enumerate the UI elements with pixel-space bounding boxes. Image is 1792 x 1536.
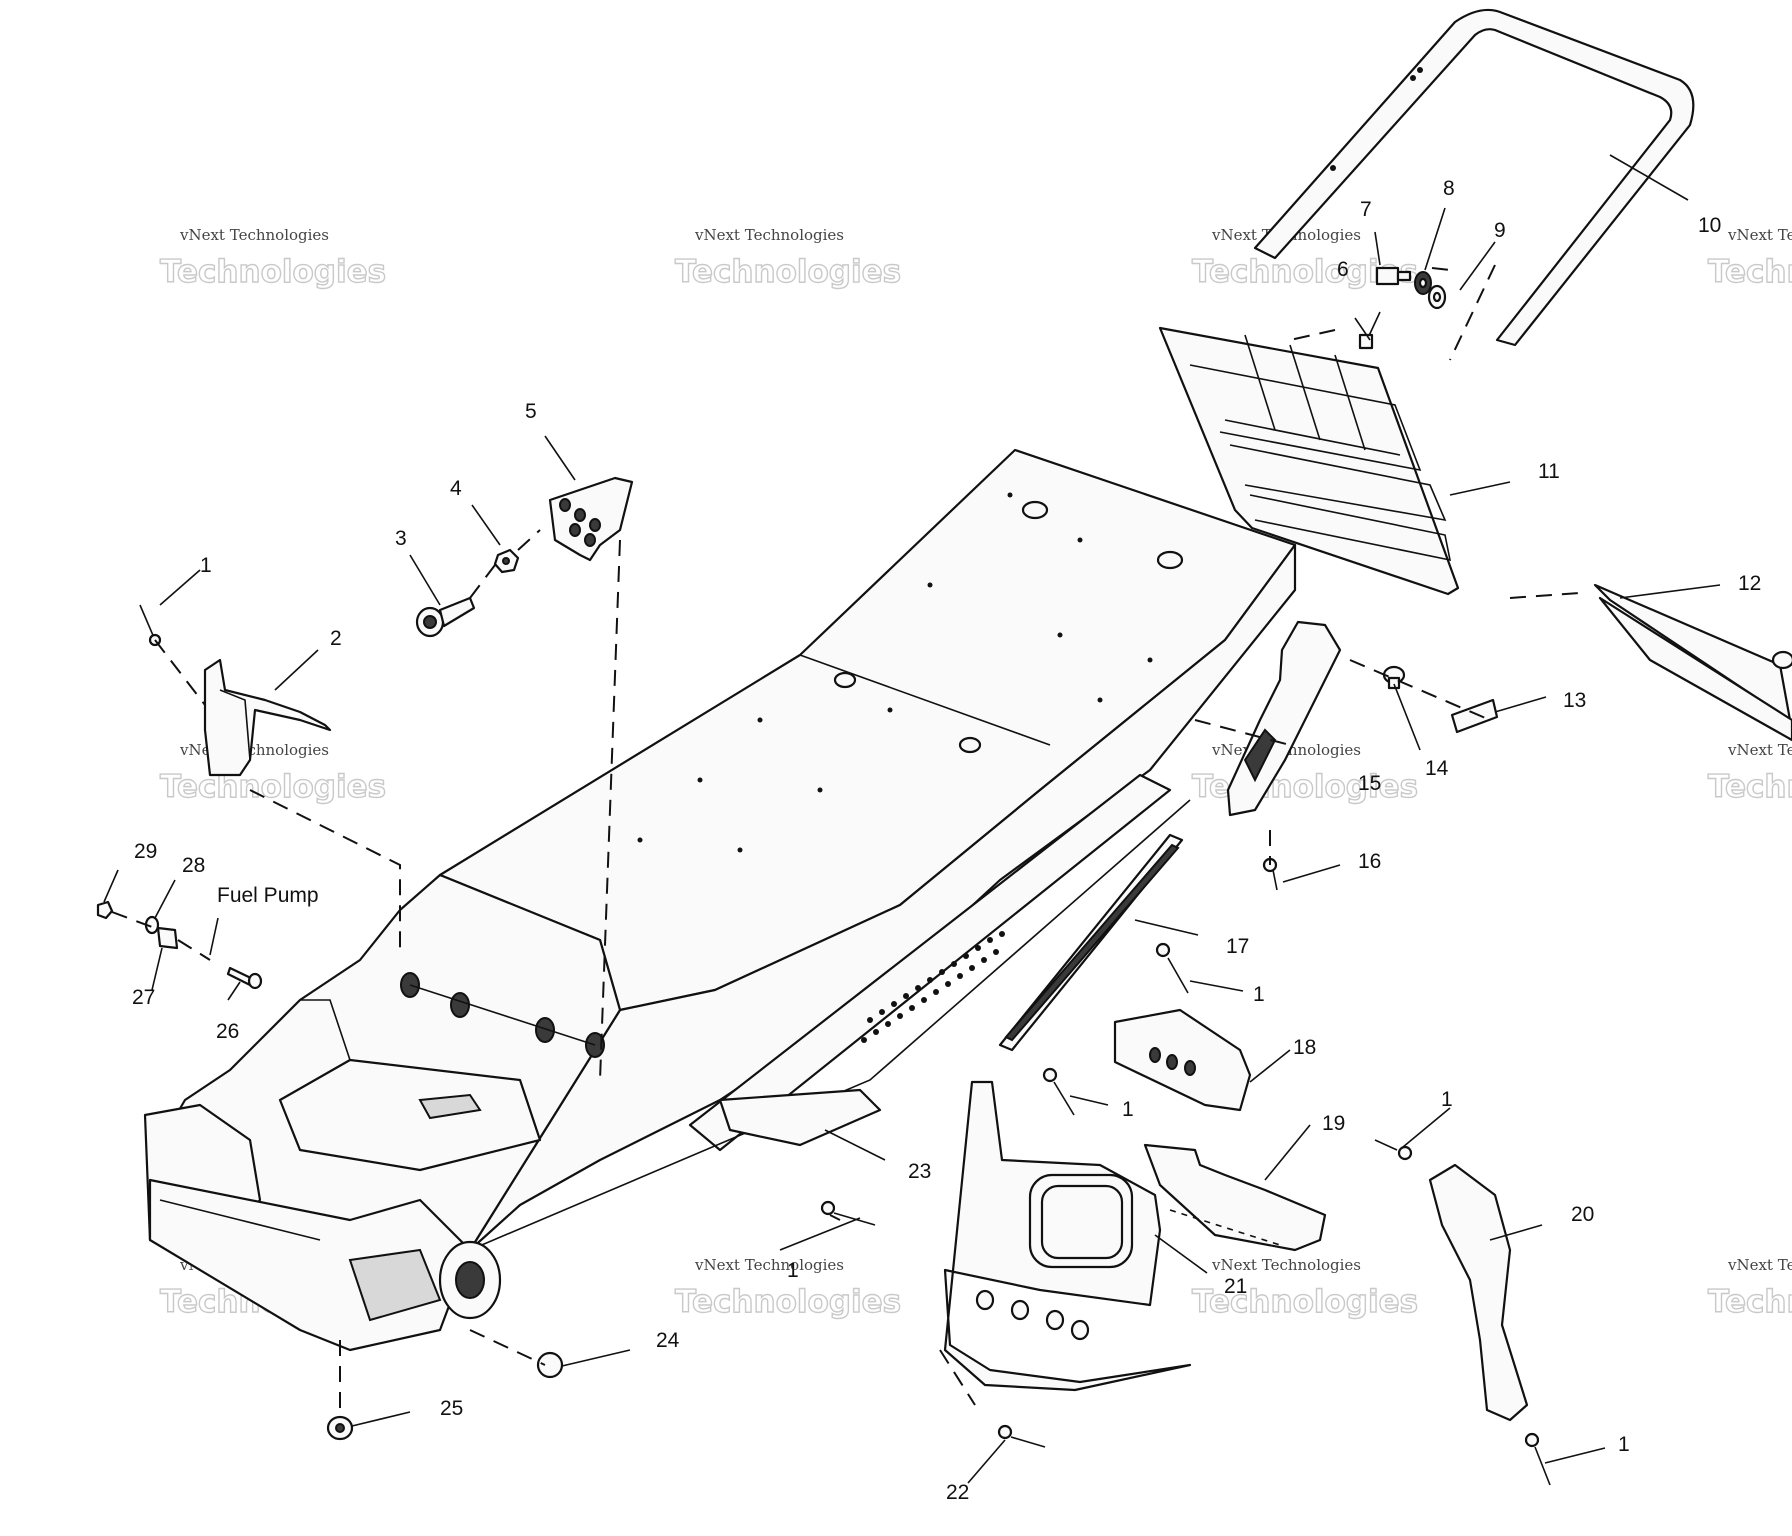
part-12-rail (1593, 583, 1792, 742)
part-1-rivet-f (1524, 1432, 1551, 1486)
svg-text:vNext Technologies: vNext Technologies (694, 226, 844, 244)
callout-4: 4 (450, 477, 462, 500)
part-1-rivet-e (820, 1200, 876, 1226)
part-19-bracket (1143, 1143, 1327, 1252)
part-29-nut (96, 900, 114, 920)
part-17-strip (998, 833, 1184, 1052)
part-27-clip (156, 926, 179, 950)
watermark: Technologies vNext Technologies (674, 226, 901, 291)
part-1-rivet-d (1374, 1139, 1413, 1161)
fuel-pump-label: Fuel Pump (217, 884, 319, 907)
callout-12: 12 (1738, 572, 1761, 595)
vent-holes (861, 931, 1005, 1043)
callout-5: 5 (525, 400, 537, 423)
assembly-lines (111, 264, 1581, 1410)
svg-text:vNext Technologies: vNext Technologies (1727, 741, 1792, 759)
callout-24: 24 (656, 1329, 680, 1352)
watermark: Technologies vNext Technologies (1707, 1256, 1792, 1321)
svg-text:vNext Technologies: vNext Technologies (1727, 1256, 1792, 1274)
svg-text:vNext Technologies: vNext Technologies (694, 1256, 844, 1274)
callout-13: 13 (1563, 689, 1586, 712)
callout-1b: 1 (1253, 983, 1265, 1006)
callout-29: 29 (134, 840, 157, 863)
rivet-holes (637, 492, 1184, 853)
svg-text:Technologies: Technologies (1708, 1284, 1792, 1320)
part-13-pad (1450, 698, 1499, 734)
svg-text:Technologies: Technologies (1708, 769, 1792, 805)
part-11-flap (1158, 326, 1460, 596)
watermark: Technologies vNext Technologies (1191, 1256, 1418, 1321)
part-22-rivet (997, 1424, 1046, 1448)
part-10-grab-handle (1253, 8, 1695, 347)
svg-text:vNext Technologies: vNext Technologies (179, 226, 329, 244)
part-18-bracket (1113, 1008, 1252, 1112)
svg-text:vNext Technologies: vNext Technologies (1211, 1256, 1361, 1274)
svg-text:Technologies: Technologies (160, 254, 386, 290)
callout-17: 17 (1226, 935, 1249, 958)
callout-1e: 1 (787, 1259, 799, 1282)
bulkhead-holes (400, 972, 605, 1058)
svg-text:Technologies: Technologies (675, 1284, 901, 1320)
part-8-washer (1414, 271, 1432, 295)
callout-16: 16 (1358, 850, 1381, 873)
svg-text:vNext Technologies: vNext Technologies (1727, 226, 1792, 244)
callout-3: 3 (395, 527, 407, 550)
part-2-bracket (203, 658, 332, 777)
callout-7: 7 (1360, 198, 1372, 221)
watermark: Technologies vNext Technologies (674, 1256, 901, 1321)
svg-text:vNext Technologies: vNext Technologies (179, 741, 329, 759)
callout-22: 22 (946, 1481, 969, 1504)
part-21-panel (943, 1080, 1192, 1392)
watermark: Technologies vNext Technologies (159, 226, 386, 291)
callout-20: 20 (1571, 1203, 1594, 1226)
callout-25: 25 (440, 1397, 463, 1420)
svg-text:Technologies: Technologies (1192, 1284, 1418, 1320)
part-25-nut (326, 1415, 354, 1441)
watermark: Technologies vNext Technologies (159, 741, 386, 806)
part-4-nut (493, 548, 520, 574)
part-5-bracket (548, 476, 634, 562)
part-3-bolt (415, 596, 476, 638)
part-9-washer (1427, 284, 1447, 310)
watermark: Technologies vNext Technologies (1707, 226, 1792, 291)
svg-text:Technologies: Technologies (1708, 254, 1792, 290)
callout-28: 28 (182, 854, 205, 877)
part-1-rivet-c (1042, 1067, 1075, 1116)
callout-15: 15 (1358, 772, 1381, 795)
callout-10: 10 (1698, 214, 1721, 237)
watermark: Technologies vNext Technologies (1191, 741, 1418, 806)
watermark: Technologies vNext Technologies (1707, 741, 1792, 806)
callout-6: 6 (1337, 258, 1349, 281)
svg-text:Technologies: Technologies (160, 769, 386, 805)
part-1-rivet (139, 604, 162, 647)
leader-lines (103, 154, 1721, 1484)
svg-text:Technologies: Technologies (675, 254, 901, 290)
callout-18: 18 (1293, 1036, 1316, 1059)
callout-9: 9 (1494, 219, 1506, 242)
part-20-strip (1428, 1163, 1529, 1422)
part-7-bolt (1375, 266, 1412, 286)
callout-1: 1 (200, 554, 212, 577)
callout-11: 11 (1538, 460, 1560, 483)
callout-19: 19 (1322, 1112, 1345, 1135)
callout-27: 27 (132, 986, 155, 1009)
part-1-rivet-b (1155, 942, 1189, 994)
callout-1d: 1 (1441, 1088, 1453, 1111)
callout-26: 26 (216, 1020, 239, 1043)
part-26-bolt (226, 966, 263, 990)
callout-14: 14 (1425, 757, 1449, 780)
part-24-plug (536, 1351, 564, 1379)
part-15-bracket (1226, 620, 1342, 817)
callout-1c: 1 (1122, 1098, 1134, 1121)
callout-2: 2 (330, 627, 342, 650)
svg-text:Technologies: Technologies (1192, 769, 1418, 805)
callout-numbers: 1 2 3 4 5 6 7 8 9 10 11 12 13 14 15 16 1… (132, 177, 1761, 1504)
callout-23: 23 (908, 1160, 931, 1183)
chassis-tunnel (143, 448, 1297, 1352)
callout-8: 8 (1443, 177, 1455, 200)
callout-21: 21 (1224, 1275, 1247, 1298)
callout-1f: 1 (1618, 1433, 1630, 1456)
